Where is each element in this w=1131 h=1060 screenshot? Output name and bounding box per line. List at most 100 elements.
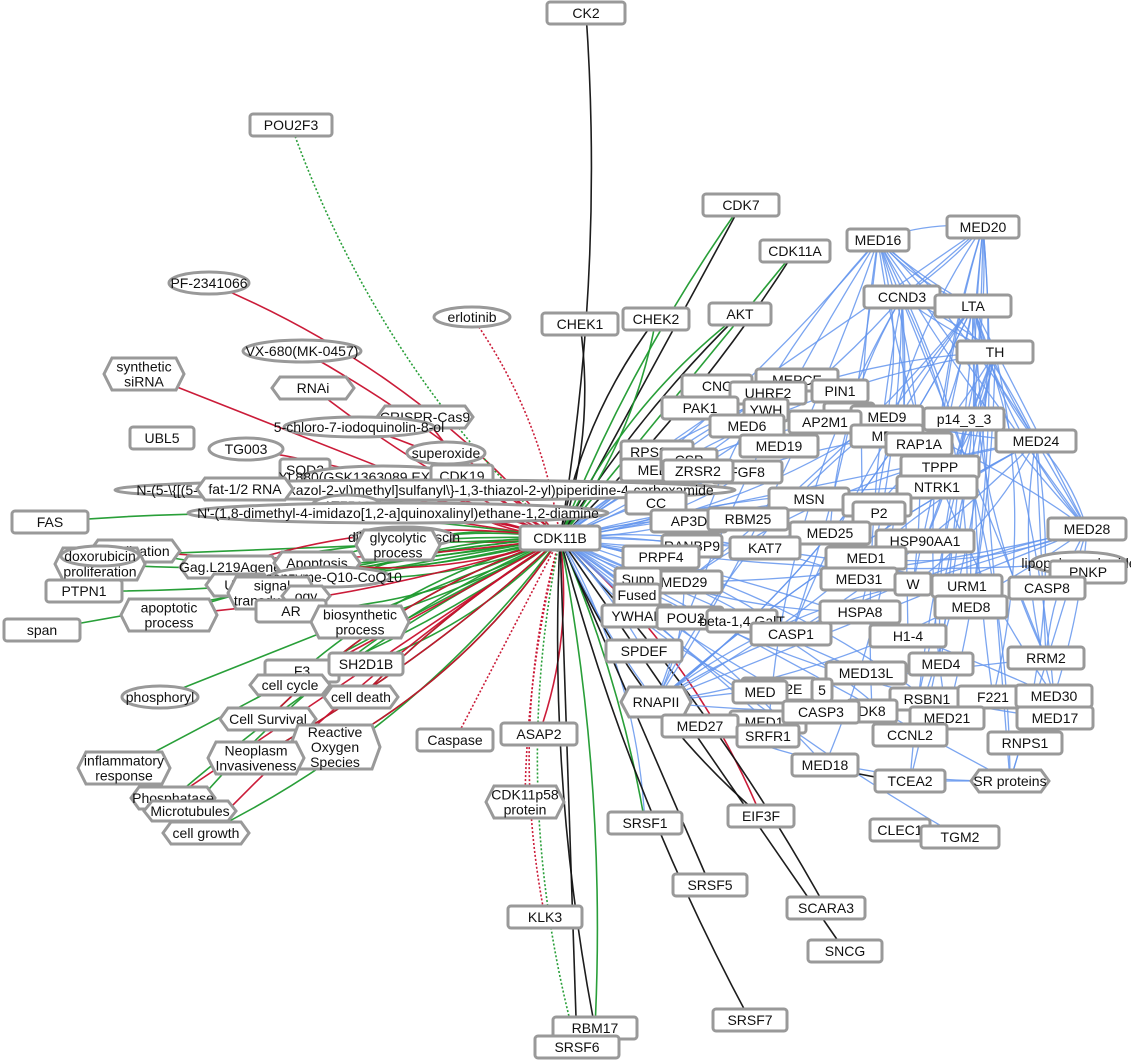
node-85[interactable]: MED19 xyxy=(738,433,820,459)
node-8[interactable]: 5-chloro-7-iodoquinolin-8-ol xyxy=(274,415,444,439)
node-65[interactable]: CDK11A xyxy=(758,238,832,264)
node-135[interactable]: MED27 xyxy=(660,713,740,739)
node-146[interactable]: TGM2 xyxy=(919,824,1001,850)
node-128[interactable]: MED xyxy=(731,679,789,705)
node-39[interactable]: phosphoryl xyxy=(120,684,200,710)
node-9[interactable]: UBL5 xyxy=(128,425,196,451)
node-120[interactable]: CASP1 xyxy=(749,621,833,647)
node-1[interactable]: POU2F3 xyxy=(248,112,334,138)
node-10[interactable]: TG003 xyxy=(207,436,285,462)
node-48[interactable]: Caspase xyxy=(415,727,495,753)
node-41[interactable]: Cell Survival xyxy=(218,706,318,732)
node-112[interactable]: URM1 xyxy=(930,573,1004,599)
node-49[interactable]: ASAP2 xyxy=(499,721,579,747)
node-3[interactable]: erlotinib xyxy=(432,305,512,329)
node-105[interactable]: MED1 xyxy=(824,545,908,571)
node-37[interactable]: SH2D1B xyxy=(327,651,405,677)
node-24[interactable]: doxorubicin xyxy=(59,544,141,568)
node-91[interactable]: ZRSR2 xyxy=(661,458,735,484)
node-114[interactable]: Fused xyxy=(612,582,662,608)
node-125[interactable]: MED4 xyxy=(907,651,975,677)
node-92[interactable]: NTRK1 xyxy=(895,474,979,500)
node-60[interactable]: CDK11B xyxy=(518,524,602,552)
node-2[interactable]: PF-2341066 xyxy=(167,270,251,296)
node-142[interactable]: MED18 xyxy=(790,752,860,778)
node-6[interactable]: RNAi xyxy=(270,375,356,401)
node-111[interactable]: W xyxy=(893,571,933,597)
node-52[interactable]: RBM17 xyxy=(551,1015,639,1041)
node-139[interactable]: SRFR1 xyxy=(735,723,801,749)
node-126[interactable]: RNAPII xyxy=(619,685,693,719)
node-11[interactable]: superoxide xyxy=(405,440,487,466)
node-59[interactable]: SNCG xyxy=(806,938,884,964)
node-20[interactable]: FAS xyxy=(10,509,90,535)
node-122[interactable]: SPDEF xyxy=(604,638,684,664)
node-58[interactable]: SCARA3 xyxy=(785,895,867,921)
node-61[interactable]: CHEK1 xyxy=(540,311,620,337)
node-138[interactable]: MED17 xyxy=(1015,705,1095,731)
node-143[interactable]: TCEA2 xyxy=(873,768,947,794)
node-145[interactable]: CLEC1 xyxy=(868,817,932,843)
node-129[interactable]: 5 xyxy=(810,677,834,703)
node-28[interactable]: PTPN1 xyxy=(44,578,124,604)
node-81[interactable]: MED6 xyxy=(708,413,786,439)
node-113[interactable]: CASP8 xyxy=(1007,575,1087,601)
node-103[interactable]: KAT7 xyxy=(728,535,802,561)
node-69[interactable]: LTA xyxy=(933,293,1013,319)
node-57[interactable]: EIF3F xyxy=(726,803,796,829)
node-100[interactable]: MED25 xyxy=(788,520,872,546)
node-55[interactable]: SRSF5 xyxy=(671,872,749,898)
node-68[interactable]: CCND3 xyxy=(862,284,942,310)
node-141[interactable]: RNPS1 xyxy=(986,730,1064,756)
node-98[interactable]: P2 xyxy=(851,500,907,526)
node-123[interactable]: RRM2 xyxy=(1006,645,1086,671)
node-18[interactable]: N'-(1,8-dimethyl-4-imidazo[1,2-a]quinoxa… xyxy=(186,501,610,525)
node-40[interactable]: cell death xyxy=(322,684,400,710)
node-67[interactable]: MED20 xyxy=(945,214,1021,240)
node-63[interactable]: AKT xyxy=(707,301,773,327)
node-73[interactable]: PIN1 xyxy=(810,378,870,404)
node-70[interactable]: TH xyxy=(955,339,1035,365)
node-118[interactable]: HSPA8 xyxy=(818,599,902,625)
node-83[interactable]: RAP1A xyxy=(884,431,954,457)
node-0[interactable]: CK2 xyxy=(545,0,627,26)
node-131[interactable]: F221 xyxy=(956,684,1030,710)
node-32[interactable]: AR xyxy=(254,598,328,624)
node-79[interactable]: p14_3_3 xyxy=(922,406,1006,432)
node-16[interactable]: fat-1/2 RNA xyxy=(195,476,295,502)
node-124[interactable]: MED13L xyxy=(824,660,908,686)
node-53[interactable]: SRSF6 xyxy=(533,1034,621,1060)
node-104[interactable]: PRPF4 xyxy=(621,544,701,570)
node-84[interactable]: MED24 xyxy=(994,428,1078,454)
node-110[interactable]: MED31 xyxy=(819,566,899,592)
node-62[interactable]: CHEK2 xyxy=(621,306,691,332)
node-4[interactable]: VX-680(MK-0457) xyxy=(241,338,363,364)
node-47[interactable]: cell growth xyxy=(161,820,251,846)
node-75[interactable]: PAK1 xyxy=(660,395,740,421)
node-66[interactable]: MED16 xyxy=(845,227,911,253)
node-132[interactable]: MED30 xyxy=(1014,683,1094,709)
node-46[interactable]: Microtubules xyxy=(142,799,238,823)
node-140[interactable]: CCNL2 xyxy=(871,722,949,748)
node-119[interactable]: MED8 xyxy=(933,594,1009,620)
node-97[interactable]: RBM25 xyxy=(706,506,790,532)
node-51[interactable]: KLK3 xyxy=(506,904,584,930)
node-80[interactable]: AP2M1 xyxy=(787,409,863,435)
node-56[interactable]: SRSF7 xyxy=(711,1007,789,1033)
node-121[interactable]: H1-4 xyxy=(868,623,948,649)
node-64[interactable]: CDK7 xyxy=(701,192,781,218)
node-99[interactable]: MED28 xyxy=(1046,516,1128,542)
node-38[interactable]: cell cycle xyxy=(248,673,332,697)
node-54[interactable]: SRSF1 xyxy=(606,810,684,836)
node-144[interactable]: SR proteins xyxy=(969,768,1051,794)
node-34[interactable]: span xyxy=(2,617,82,643)
node-136[interactable]: CASP3 xyxy=(781,699,861,725)
